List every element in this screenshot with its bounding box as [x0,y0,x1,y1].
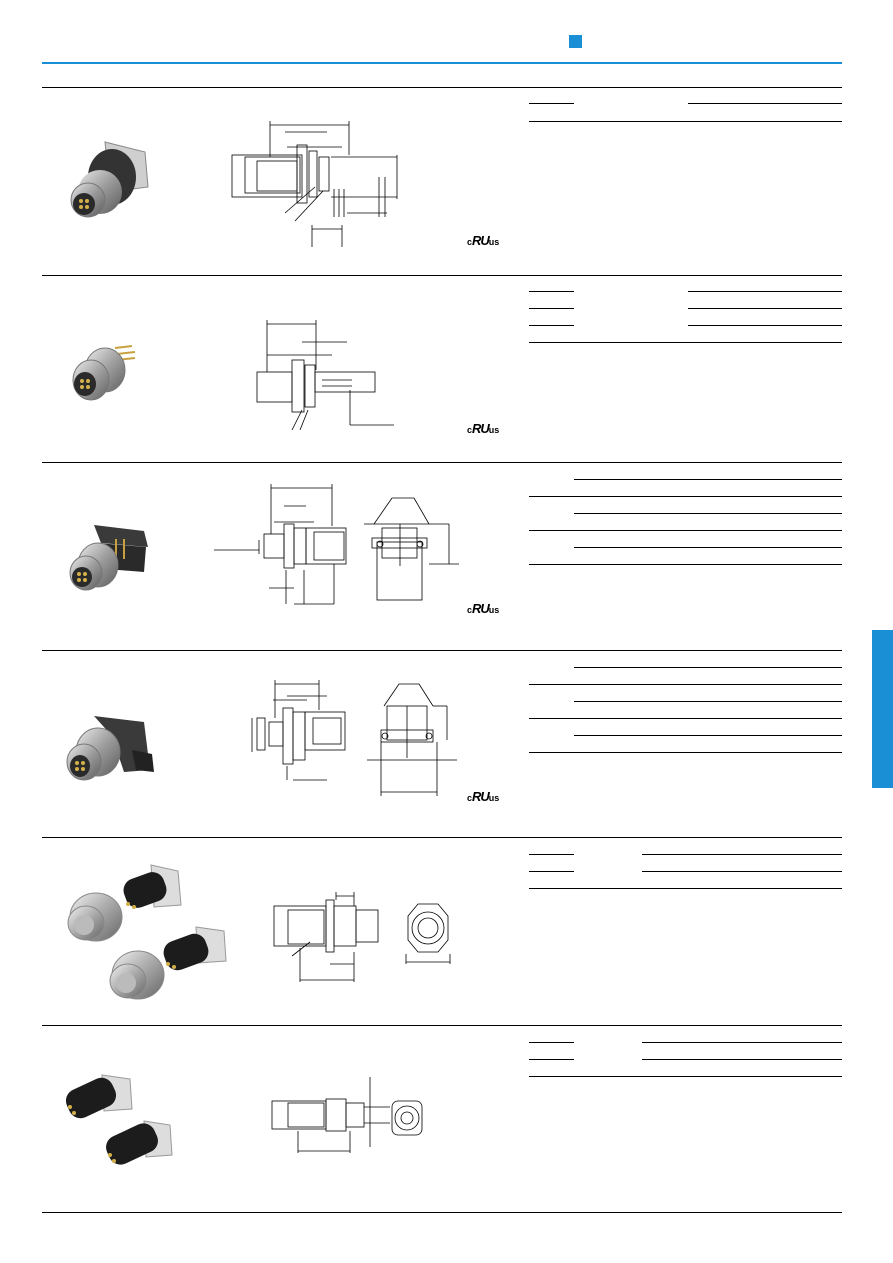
chapter-tab[interactable] [872,630,893,788]
spec-rule [574,513,842,514]
spec-rule [529,342,842,343]
spec-rule [574,547,842,548]
spec-rule [642,871,842,872]
cert-c: c [467,605,473,615]
cert-ul: RU [472,601,490,616]
spec-rule [529,854,574,855]
spec-rule [529,871,574,872]
spec-rule [529,888,842,889]
spec-rule [642,1059,842,1060]
section-rule [42,650,842,651]
spec-rule [529,291,574,292]
cert-ul: RU [472,233,490,248]
spec-rule [529,684,842,685]
dimension-drawing [231,121,398,247]
connector-photo [65,1074,173,1165]
dimension-drawing [214,484,459,605]
product-section-2: cRUus [42,275,842,463]
cert-ul: RU [472,789,490,804]
cert-ul: RU [472,421,490,436]
spec-rule [529,530,842,531]
product-section-1: cRUus [42,87,842,275]
spec-rule [529,1076,842,1077]
connector-group-photo [67,864,227,1000]
product-section-3: cRUus [42,462,842,650]
spec-rule [529,564,842,565]
spec-rule [529,718,842,719]
cert-c: c [467,237,473,247]
spec-rule [529,752,842,753]
dimension-drawing [271,1077,423,1153]
dimension-drawing [256,320,394,430]
cert-c: c [467,425,473,435]
spec-rule [688,325,842,326]
dimension-drawing [251,680,457,796]
spec-rule [642,1042,842,1043]
section-rule [42,87,842,88]
section-marker-square [569,35,582,48]
section-rule [42,462,842,463]
dimension-drawing [273,892,451,982]
connector-photo [69,525,148,591]
spec-rule [529,103,574,104]
spec-rule [688,103,842,104]
spec-rule [688,291,842,292]
spec-rule [688,308,842,309]
spec-rule [642,854,842,855]
spec-rule [529,121,842,122]
ul-certification-mark: cRUus [467,421,499,436]
cert-us: us [488,793,500,803]
ul-certification-mark: cRUus [467,233,499,248]
section-rule [42,1025,842,1026]
cert-c: c [467,793,473,803]
spec-rule [529,1042,574,1043]
cert-us: us [488,237,500,247]
spec-rule [529,308,574,309]
header-rule [42,62,842,64]
product-section-4: cRUus [42,650,842,838]
page-bottom-rule [42,1212,842,1213]
cert-us: us [488,605,500,615]
spec-rule [574,667,842,668]
section-rule [42,837,842,838]
connector-photo [70,141,149,218]
connector-photo [66,716,154,781]
spec-rule [574,479,842,480]
product-section-5 [42,837,842,1025]
cert-us: us [488,425,500,435]
connector-photo [72,345,136,401]
spec-rule [574,701,842,702]
product-section-6 [42,1025,842,1213]
spec-rule [529,496,842,497]
ul-certification-mark: cRUus [467,601,499,616]
ul-certification-mark: cRUus [467,789,499,804]
section-rule [42,275,842,276]
spec-rule [529,1059,574,1060]
spec-rule [529,325,574,326]
spec-rule [574,735,842,736]
